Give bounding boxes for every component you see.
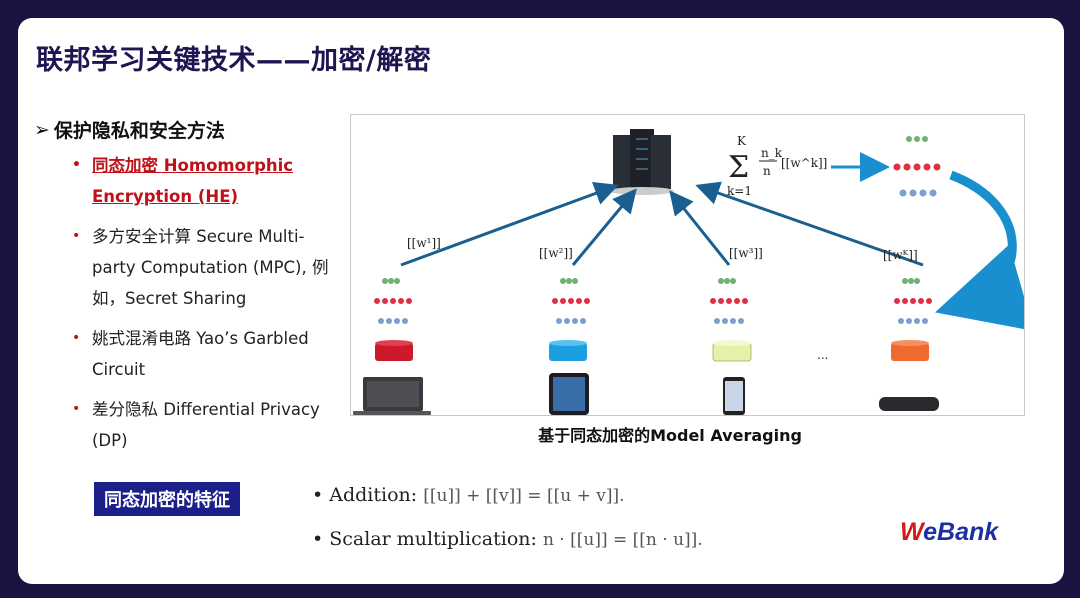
fraction-numerator: n_k <box>761 146 783 160</box>
upload-label-3: [[w³]] <box>729 246 763 260</box>
sum-term: [[w^k]] <box>781 156 827 170</box>
model-averaging-diagram: K Σ k=1 n_k n [[w^k]] [[w¹]] [[w²]] [[w³… <box>353 129 1034 415</box>
bullet-icon: • <box>72 157 81 173</box>
sum-formula: K Σ k=1 n_k n [[w^k]] <box>727 134 827 198</box>
figure-caption: 基于同态加密的Model Averaging <box>538 426 802 445</box>
upload-label-2: [[w²]] <box>539 246 573 260</box>
database-icon <box>712 340 752 362</box>
sum-lower: k=1 <box>727 184 752 198</box>
database-icon <box>375 340 413 361</box>
ellipsis: ... <box>817 348 828 362</box>
bullet-icon: • <box>72 228 81 244</box>
bullet-icon: • <box>72 401 81 417</box>
upload-label-k: [[wᴷ]] <box>883 248 918 262</box>
phone-icon <box>723 377 745 415</box>
method-list: •同态加密 Homomorphic Encryption (HE) •多方安全计… <box>70 150 330 465</box>
model-averaging-figure: K Σ k=1 n_k n [[w^k]] [[w¹]] [[w²]] [[w³… <box>350 114 1034 416</box>
database-icon <box>891 340 929 361</box>
bullet-icon: • <box>312 528 324 550</box>
scalar-formula: • Scalar multiplication: n · [[u]] = [[n… <box>312 528 703 550</box>
server-icon <box>610 129 674 195</box>
bullet-icon: • <box>312 484 324 506</box>
laptop-icon <box>353 377 431 415</box>
section-heading: ➢ 保护隐私和安全方法 <box>34 116 225 143</box>
webank-logo: WeBank <box>900 518 999 546</box>
local-model-icon <box>374 278 412 324</box>
fraction-denominator: n <box>763 164 771 178</box>
local-model-icon <box>552 278 590 324</box>
local-model-icon <box>710 278 748 324</box>
arrow-bullet-icon: ➢ <box>34 118 50 141</box>
section-heading-text: 保护隐私和安全方法 <box>53 120 225 142</box>
global-model-icon <box>893 136 941 197</box>
page-title: 联邦学习关键技术——加密/解密 <box>36 45 432 76</box>
sigma-icon: Σ <box>728 150 749 185</box>
tablet-icon <box>549 373 589 415</box>
addition-formula: • Addition: [[u]] + [[v]] = [[u + v]]. <box>312 484 625 506</box>
router-icon <box>879 397 939 411</box>
bullet-icon: • <box>72 330 81 346</box>
database-icon <box>549 340 587 361</box>
local-model-icon <box>894 278 932 324</box>
sum-upper: K <box>737 134 747 148</box>
list-item: •差分隐私 Differential Privacy (DP) <box>70 394 330 456</box>
list-item: •多方安全计算 Secure Multi-party Computation (… <box>70 221 330 314</box>
list-item: •同态加密 Homomorphic Encryption (HE) <box>70 150 330 212</box>
he-features-badge: 同态加密的特征 <box>94 482 240 516</box>
upload-label-1: [[w¹]] <box>407 236 441 250</box>
list-item: •姚式混淆电路 Yao’s Garbled Circuit <box>70 323 330 385</box>
